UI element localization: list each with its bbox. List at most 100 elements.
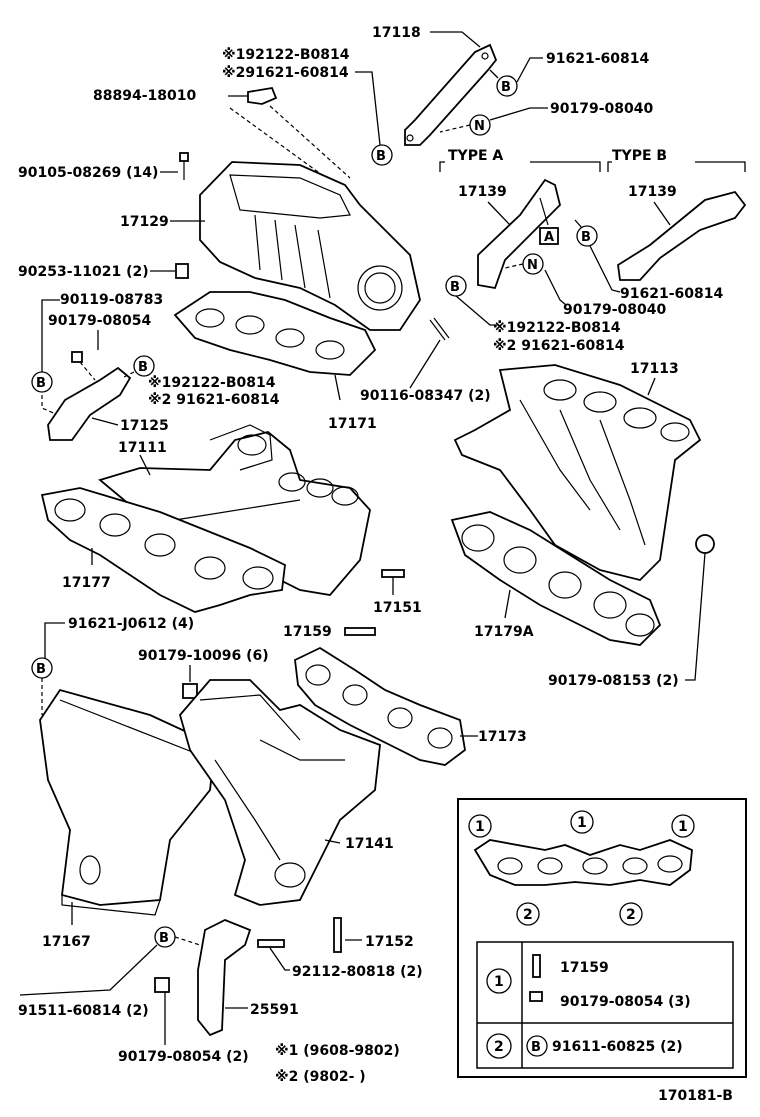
label-17177: 17177 (62, 575, 111, 591)
label-17159: 17159 (283, 624, 332, 640)
nut-90179-08153 (695, 534, 715, 554)
label-90179-08040-mid: 90179-08040 (563, 302, 666, 318)
label-17139-b: 17139 (628, 184, 677, 200)
label-91621-60814-mid: 91621-60814 (620, 286, 723, 302)
b-circle-marker (371, 144, 393, 166)
label-17151: 17151 (373, 600, 422, 616)
label-91621-j0612: 91621-J0612 (4) (68, 616, 194, 632)
intake-manifold-17113 (453, 364, 702, 581)
label-type-a: TYPE A (448, 148, 503, 164)
b-circle-marker (576, 225, 598, 247)
gasket-17173 (294, 646, 466, 766)
label-90179-10096: 90179-10096 (6) (138, 648, 269, 664)
sensor-88894 (247, 86, 278, 105)
marker-a-box (539, 227, 559, 245)
legend-row2-letter: B (531, 1040, 541, 1055)
intake-plenum-17129 (199, 161, 421, 331)
label-90179-08153: 90179-08153 (2) (548, 673, 679, 689)
legend-marker-1b: 1 (577, 815, 587, 831)
b-circle-marker (496, 75, 518, 97)
label-17111: 17111 (118, 440, 167, 456)
label-star2: ※291621-60814 (222, 65, 349, 81)
svg-text:B: B (36, 376, 46, 391)
svg-text:B: B (376, 149, 386, 164)
b-circle-text: B (501, 80, 511, 95)
label-17118: 17118 (372, 25, 421, 41)
legend-marker-1c: 1 (678, 819, 688, 835)
exhaust-manifold-17141 (179, 679, 381, 906)
svg-text:N: N (527, 258, 538, 273)
bracket-17118 (404, 43, 498, 146)
label-17152: 17152 (365, 934, 414, 950)
label-17179a: 17179A (474, 624, 534, 640)
svg-text:B: B (159, 931, 169, 946)
label-90179-08054-a: 90179-08054 (48, 313, 151, 329)
label-17139-a: 17139 (458, 184, 507, 200)
svg-text:B: B (581, 230, 591, 245)
stay-17125 (47, 366, 132, 441)
legend-row1-num: 1 (494, 974, 504, 990)
nut-90179-08054 (154, 977, 170, 993)
label-star-c1: ※192122-B0814 (493, 320, 621, 336)
stud-90116 (429, 317, 450, 341)
label-90253: 90253-11021 (2) (18, 264, 149, 280)
label-17125: 17125 (120, 418, 169, 434)
label-90105: 90105-08269 (14) (18, 165, 158, 181)
stud-92112 (257, 939, 285, 948)
label-star-b2: ※2 91621-60814 (148, 392, 280, 408)
bracket-17139-type-a (477, 178, 561, 290)
legend-box: 1 1 1 2 2 1 17159 90179-08054 (3) 2 B 91… (457, 798, 747, 1078)
legend-row2-part: 91611-60825 (2) (552, 1039, 683, 1055)
label-17171: 17171 (328, 416, 377, 432)
label-90116: 90116-08347 (2) (360, 388, 491, 404)
gasket-17179a (450, 511, 662, 646)
bolt-90105 (179, 152, 189, 180)
legend-marker-2b: 2 (626, 907, 636, 923)
label-17129: 17129 (120, 214, 169, 230)
label-90179-08054-b: 90179-08054 (2) (118, 1049, 249, 1065)
svg-text:B: B (450, 280, 460, 295)
intake-manifold-17111 (98, 424, 371, 596)
label-90119: 90119-08783 (60, 292, 163, 308)
legend-marker-2a: 2 (523, 907, 533, 923)
label-star1: ※192122-B0814 (222, 47, 350, 63)
legend-row2-num: 2 (494, 1039, 504, 1055)
marker-a-text: A (544, 230, 554, 245)
note-2: ※2 (9802- ) (275, 1069, 366, 1085)
label-17113: 17113 (630, 361, 679, 377)
label-17173: 17173 (478, 729, 527, 745)
label-91511: 91511-60814 (2) (18, 1003, 149, 1019)
nut-90179-10096 (182, 683, 198, 699)
gasket-17177 (40, 487, 286, 613)
label-star-b1: ※192122-B0814 (148, 375, 276, 391)
label-star-c2: ※2 91621-60814 (493, 338, 625, 354)
stay-25591 (197, 919, 252, 1037)
svg-text:B: B (138, 360, 148, 375)
legend-row1-part-a: 17159 (560, 960, 609, 976)
grommet-90253 (175, 263, 189, 279)
stud-17152 (333, 917, 342, 953)
heat-insulator-17167 (39, 688, 216, 916)
label-17167: 17167 (42, 934, 91, 950)
label-90179-08040-top: 90179-08040 (550, 101, 653, 117)
svg-text:B: B (36, 662, 46, 677)
label-88894-18010: 88894-18010 (93, 88, 196, 104)
legend-marker-1a: 1 (475, 819, 485, 835)
b-circle-marker (133, 355, 155, 377)
note-1: ※1 (9608-9802) (275, 1043, 400, 1059)
stud-17151 (381, 569, 405, 578)
label-92112: 92112-80818 (2) (292, 964, 423, 980)
label-type-b: TYPE B (612, 148, 667, 164)
bracket-17139-type-b (617, 190, 747, 281)
label-25591: 25591 (250, 1002, 299, 1018)
b-circle-marker (31, 371, 53, 393)
n-circle-text: N (474, 119, 485, 134)
diagram-id: 170181-B (658, 1088, 733, 1104)
nut-90179 (71, 351, 83, 363)
stud-17159 (344, 627, 376, 636)
label-91621-60814-top: 91621-60814 (546, 51, 649, 67)
label-17141: 17141 (345, 836, 394, 852)
gasket-17171 (173, 291, 377, 376)
